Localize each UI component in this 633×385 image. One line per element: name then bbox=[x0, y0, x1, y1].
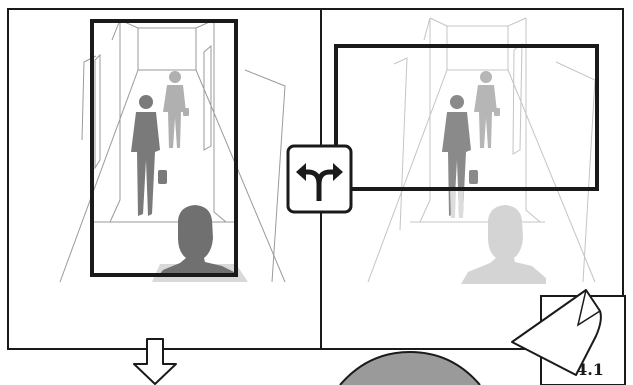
left-panel bbox=[8, 9, 321, 349]
page-number: 4.1 bbox=[567, 359, 613, 381]
bottom-circle-shape bbox=[340, 352, 480, 385]
split-direction-arrow-icon bbox=[288, 146, 351, 212]
